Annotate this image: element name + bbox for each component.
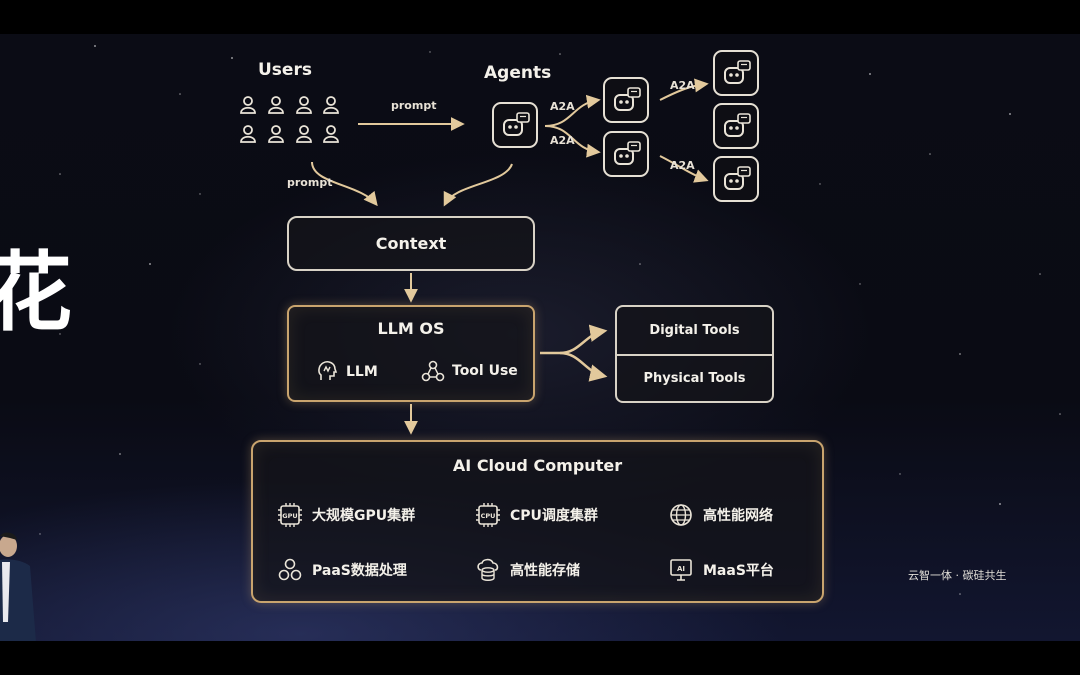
agent-node-mid-top [603,77,649,123]
user-icon [323,96,339,114]
gpu-icon-text: GPU [282,512,297,520]
ai-cloud-title: AI Cloud Computer [452,456,623,475]
a2a-label-2: A2A [550,134,575,147]
agent-bot-icon [724,113,751,137]
brain-head-icon [318,361,338,380]
llm-os-title: LLM OS [377,319,445,338]
agent-node-right-1 [713,50,759,96]
user-icon [268,96,284,114]
a2a-arrow-lower [544,125,601,158]
star-field [39,45,1061,595]
cloud-item-paas-label: PaaS数据处理 [312,563,407,579]
cloud-item-storage: 高性能存储 [475,558,580,582]
tools-box: Digital Tools Physical Tools [615,305,774,403]
connector-layer [39,45,1061,595]
ai-cloud-computer-box: AI Cloud Computer GPU 大规模GPU集群 CPU CPU [251,440,824,603]
a2a-arrow-bottom-right [659,155,709,183]
cloud-item-network-label: 高性能网络 [703,508,773,524]
llmos-to-digital-arrow [540,324,608,355]
cloud-item-network: 高性能网络 [668,503,773,527]
cloud-item-gpu-label: 大规模GPU集群 [312,508,416,524]
cloud-item-cpu: CPU CPU调度集群 [475,503,598,527]
user-icon [296,125,312,143]
cloud-item-storage-label: 高性能存储 [510,563,580,579]
ai-icon-text: AI [677,565,685,573]
cpu-icon-text: CPU [481,512,496,520]
users-label: Users [258,60,312,80]
llm-os-box: LLM OS LLM Tool Use [287,305,535,402]
digital-tools-cell: Digital Tools [617,307,772,356]
prompt-label-bottom: prompt [287,176,333,189]
users-icon-group [240,96,339,143]
digital-tools-label: Digital Tools [649,323,740,338]
agent-bot-icon [614,141,641,165]
agent-node-right-2 [713,103,759,149]
side-title-glyph: 花 [0,243,72,343]
a2a-arrow-upper [544,94,601,127]
a2a-label-4: A2A [670,159,695,172]
context-label: Context [375,234,447,253]
maas-monitor-icon: AI [668,558,694,582]
event-logo: 云智一体 · 碳硅共生 [908,569,1007,582]
paas-hexagons-icon [277,558,303,582]
cloud-storage-icon [475,558,501,582]
agent-node-mid-bottom [603,131,649,177]
tool-use-nodes-icon [421,360,445,382]
agents-to-context-arrow [443,163,513,207]
a2a-label-1: A2A [550,100,575,113]
agent-node-primary [492,102,538,148]
letterbox-bottom [0,641,1080,675]
user-icon [296,96,312,114]
tool-use-label: Tool Use [452,363,518,379]
llmos-to-physical-arrow [559,351,608,382]
gpu-chip-icon: GPU [277,503,303,527]
prompt-arrow-down-left [311,161,378,207]
context-box: Context [287,216,535,271]
agent-node-right-3 [713,156,759,202]
prompt-label-top: prompt [391,99,437,112]
agent-bot-icon [503,112,530,136]
user-icon [268,125,284,143]
cpu-chip-icon: CPU [475,503,501,527]
a2a-arrow-top-right [659,78,709,101]
user-icon [240,125,256,143]
user-icon [240,96,256,114]
llm-label: LLM [346,364,378,380]
agent-bot-icon [724,60,751,84]
user-icon [323,125,339,143]
letterbox-top [0,0,1080,34]
network-globe-icon [668,503,694,527]
agents-label: Agents [484,63,552,83]
presenter-figure [0,532,36,641]
physical-tools-cell: Physical Tools [617,356,772,401]
agent-bot-icon [724,166,751,190]
slide-stage: 花 Users prompt prompt Agents [0,34,1080,641]
a2a-label-3: A2A [670,79,695,92]
cloud-item-maas-label: MaaS平台 [703,563,774,579]
cloud-item-cpu-label: CPU调度集群 [510,508,598,524]
agent-bot-icon [614,87,641,111]
cloud-item-gpu: GPU 大规模GPU集群 [277,503,415,527]
cloud-item-maas: AI MaaS平台 [668,558,774,582]
physical-tools-label: Physical Tools [643,371,746,386]
cloud-item-paas: PaaS数据处理 [277,558,407,582]
